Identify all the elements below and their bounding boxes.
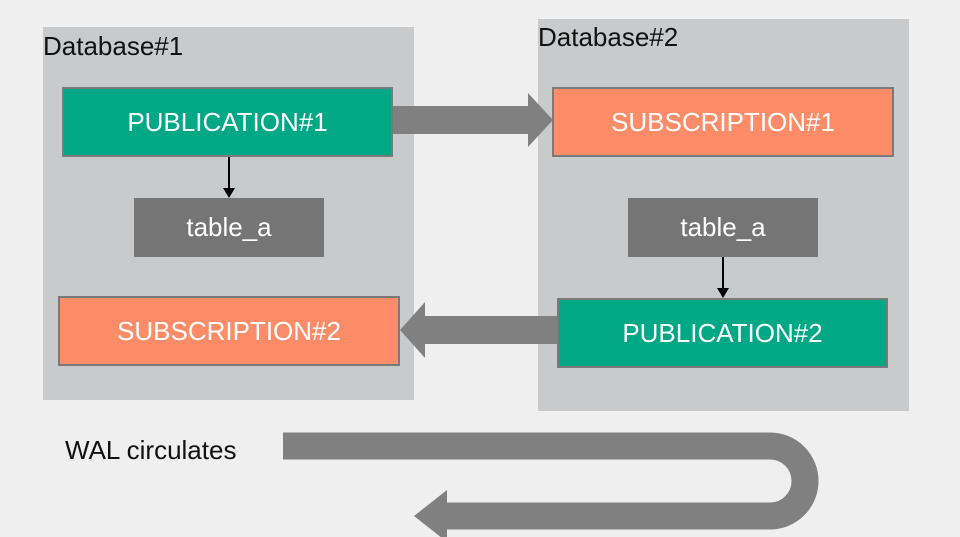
database2-table-box: table_a bbox=[628, 198, 818, 257]
wal-circulates-label: WAL circulates bbox=[65, 435, 237, 465]
publication1-to-table-arrowhead bbox=[223, 188, 235, 198]
wal-circulation-arrow-body bbox=[283, 432, 819, 530]
publication2-box: PUBLICATION#2 bbox=[557, 298, 888, 368]
subscription1-box: SUBSCRIPTION#1 bbox=[552, 87, 894, 157]
database1-table-box: table_a bbox=[134, 198, 324, 257]
replication-arrow-2-to-1 bbox=[400, 302, 558, 358]
subscription2-box: SUBSCRIPTION#2 bbox=[58, 296, 400, 366]
table-to-publication2-arrowhead bbox=[717, 288, 729, 298]
wal-circulation-arrowhead bbox=[414, 490, 447, 537]
publication1-box: PUBLICATION#1 bbox=[62, 87, 393, 157]
replication-arrow-1-to-2 bbox=[392, 93, 553, 147]
database2-title: Database#2 bbox=[538, 22, 679, 52]
database1-title: Database#1 bbox=[43, 31, 184, 61]
